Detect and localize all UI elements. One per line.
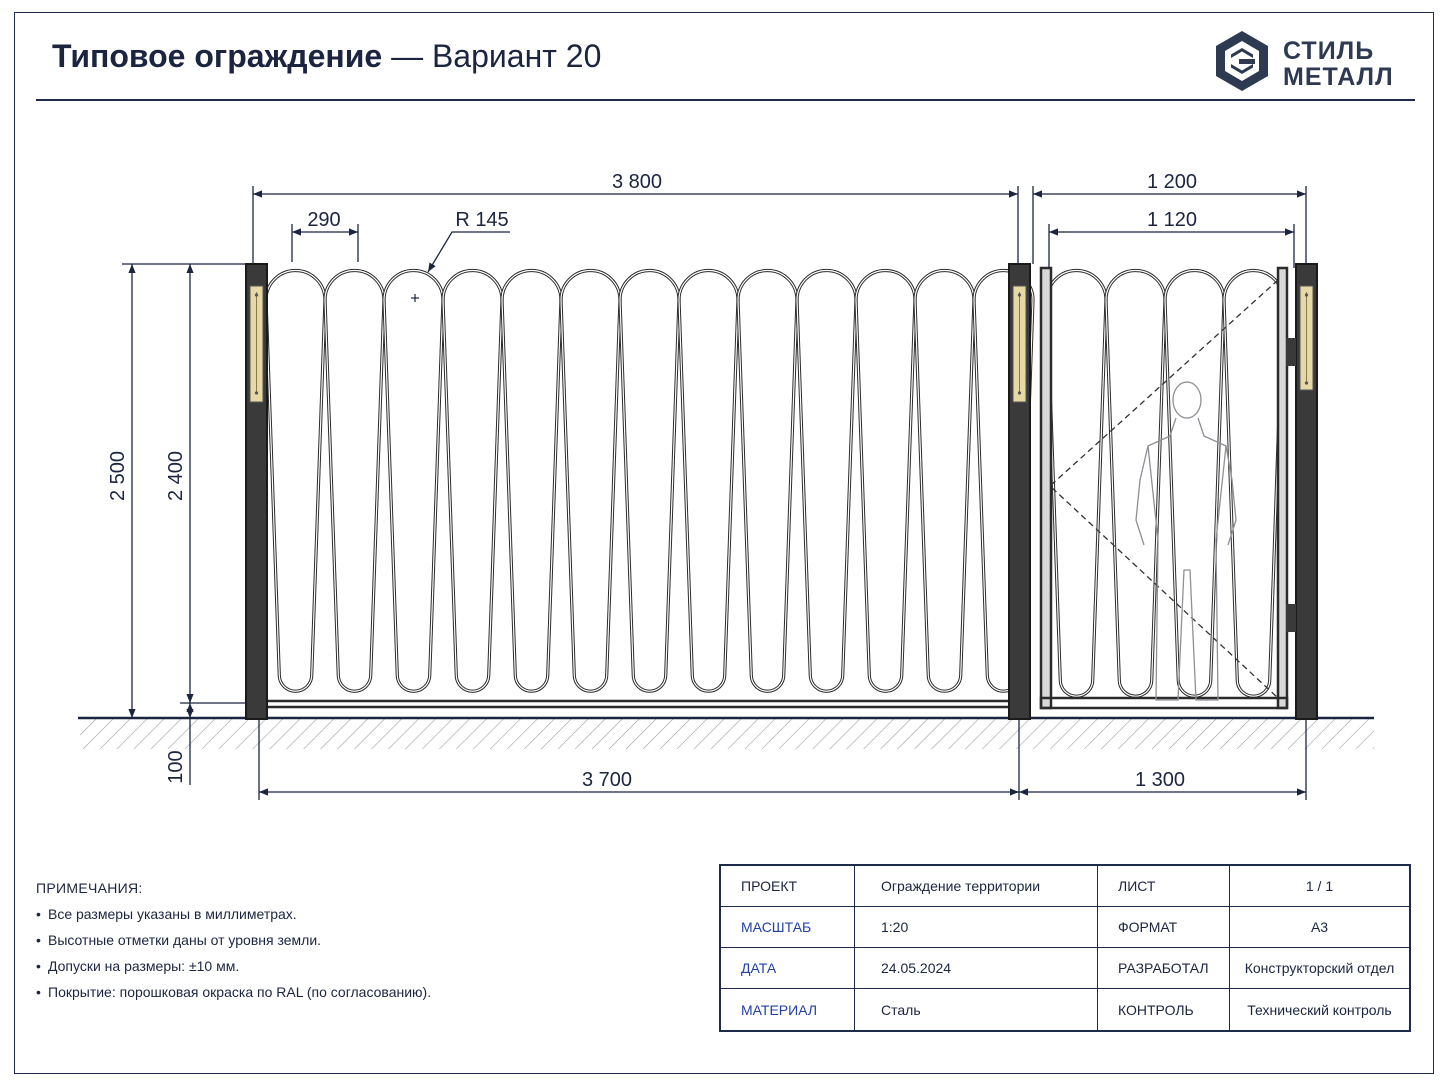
dimension-lines <box>122 186 1307 800</box>
note-text: Допуски на размеры: ±10 мм. <box>48 958 240 974</box>
brand-name-line1: СТИЛЬ <box>1283 37 1375 65</box>
fence-loop <box>441 268 504 693</box>
dim-height-panel: 2 400 <box>165 451 187 501</box>
fence-loop-highlight <box>914 269 975 692</box>
post-middle <box>1008 263 1031 720</box>
dim-gate-inner: 1 120 <box>1147 209 1197 231</box>
title-block-table: ПРОЕКТ Ограждение территории ЛИСТ 1 / 1 … <box>719 864 1411 1032</box>
loop-center-mark <box>411 294 419 302</box>
gate-loop-highlight <box>1046 269 1107 697</box>
header: Типовое ограждение — Вариант 20 СТИЛЬ МЕ… <box>36 28 1415 102</box>
note-text: Покрытие: порошковая окраска по RAL (по … <box>48 984 432 1000</box>
note-text: Все размеры указаны в миллиметрах. <box>48 906 297 922</box>
fence-loop-highlight <box>501 269 562 692</box>
tb-value-scale: 1:20 <box>855 907 1098 948</box>
title-main: Типовое ограждение <box>52 38 383 74</box>
dim-bottom-gate: 1 300 <box>1135 769 1185 791</box>
gate-swing-lines <box>1049 279 1279 699</box>
sheet-frame <box>14 12 1434 1074</box>
post-left <box>245 263 268 720</box>
fence-loop-highlight <box>324 269 385 692</box>
fence-loop <box>559 268 622 693</box>
fence-loop <box>677 268 740 693</box>
note-item: •Все размеры указаны в миллиметрах. <box>36 906 297 922</box>
gate-loop <box>1045 268 1108 698</box>
fence-loop <box>913 268 976 693</box>
tb-key-scale: МАСШТАБ <box>721 907 855 948</box>
gate-frame-left <box>1039 266 1053 710</box>
gate-loops <box>1045 268 1285 698</box>
fence-loop-highlight <box>383 269 444 692</box>
tb-key-date: ДАТА <box>721 948 855 989</box>
dim-bottom-fence: 3 700 <box>582 769 632 791</box>
gate-loop <box>1163 268 1226 698</box>
fence-loop-highlight <box>265 269 326 692</box>
tb-key-format: ФОРМАТ <box>1098 907 1230 948</box>
tb-key-material: МАТЕРИАЛ <box>721 989 855 1030</box>
fence-loop <box>264 268 327 693</box>
note-item: •Покрытие: порошковая окраска по RAL (по… <box>36 984 432 1000</box>
tb-value-material: Сталь <box>855 989 1098 1030</box>
fence-loop <box>854 268 917 693</box>
gate-loop-highlight <box>1164 269 1225 697</box>
fence-loop-highlight <box>619 269 680 692</box>
fence-loop-highlight <box>442 269 503 692</box>
tb-key-control: КОНТРОЛЬ <box>1098 989 1230 1030</box>
note-item: •Допуски на размеры: ±10 мм. <box>36 958 240 974</box>
fence-drawing: 3 800 290 R 145 1 200 1 120 2 500 2 400 … <box>78 171 1374 800</box>
tb-key-sheet: ЛИСТ <box>1098 866 1230 907</box>
tb-key-developer: РАЗРАБОТАЛ <box>1098 948 1230 989</box>
fence-loop-highlight <box>737 269 798 692</box>
hinge-upper <box>1286 338 1296 366</box>
fence-loop <box>382 268 445 693</box>
tb-value-project: Ограждение территории <box>855 866 1098 907</box>
gate-loop-highlight <box>1105 269 1166 697</box>
dim-radius: R 145 <box>455 209 508 231</box>
fence-loop-highlight <box>973 269 1034 692</box>
dim-height-total: 2 500 <box>107 451 129 501</box>
fence-loop <box>500 268 563 693</box>
note-item: •Высотные отметки даны от уровня земли. <box>36 932 322 948</box>
fence-loop-highlight <box>796 269 857 692</box>
title-variant: Вариант 20 <box>431 38 602 74</box>
gate-loop <box>1104 268 1167 698</box>
dim-total-width: 3 800 <box>612 171 662 193</box>
hexagon-c-logo-icon <box>1216 31 1268 91</box>
tb-value-sheet: 1 / 1 <box>1230 866 1409 907</box>
tb-key-project: ПРОЕКТ <box>721 866 855 907</box>
page-title: Типовое ограждение — Вариант 20 <box>52 38 601 75</box>
fence-bottom-rail <box>262 699 1012 709</box>
fence-loop-highlight <box>855 269 916 692</box>
fence-loop-highlight <box>678 269 739 692</box>
notes-section: ПРИМЕЧАНИЯ: •Все размеры указаны в милли… <box>36 880 696 1010</box>
person-silhouette <box>1135 381 1237 701</box>
hinge-lower <box>1286 604 1296 632</box>
dim-loop-width: 290 <box>307 209 340 231</box>
tb-value-date: 24.05.2024 <box>855 948 1098 989</box>
gate-frame-bottom <box>1039 696 1289 710</box>
gate-frame-right <box>1276 266 1289 710</box>
fence-loop <box>736 268 799 693</box>
tb-value-control: Технический контроль <box>1247 1001 1392 1018</box>
fence-loop <box>618 268 681 693</box>
notes-title: ПРИМЕЧАНИЯ: <box>36 880 143 896</box>
tb-value-developer: Конструкторский отдел <box>1230 948 1409 989</box>
note-text: Высотные отметки даны от уровня земли. <box>48 932 322 948</box>
header-divider <box>36 99 1415 101</box>
post-right <box>1295 263 1318 720</box>
brand-name-line2: МЕТАЛЛ <box>1283 63 1394 91</box>
dim-gate-outer: 1 200 <box>1147 171 1197 193</box>
fence-loop <box>323 268 386 693</box>
dim-height-base: 100 <box>165 750 187 783</box>
fence-loop <box>795 268 858 693</box>
ground-hatch <box>80 719 1374 749</box>
tb-value-format: А3 <box>1230 907 1409 948</box>
fence-loop-highlight <box>560 269 621 692</box>
brand-logo: СТИЛЬ МЕТАЛЛ <box>1211 28 1411 94</box>
title-dash: — <box>382 38 432 74</box>
fence-loops <box>264 268 1035 693</box>
